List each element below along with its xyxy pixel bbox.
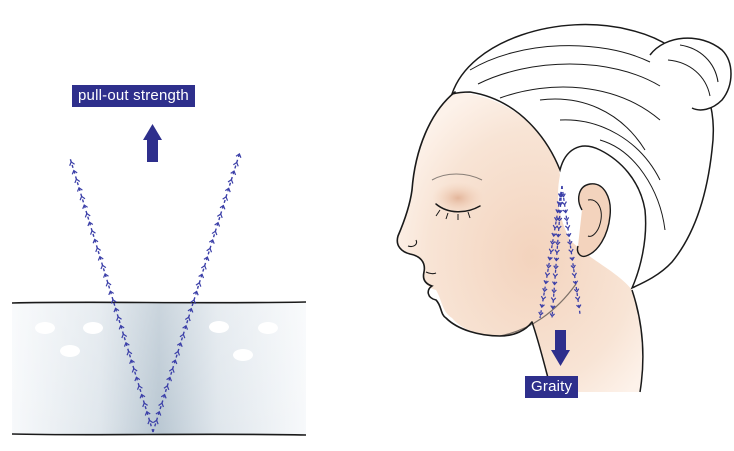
ear bbox=[577, 184, 610, 257]
arrow-up-icon bbox=[143, 124, 162, 162]
tissue-section bbox=[12, 302, 306, 435]
gravity-label: Graity bbox=[525, 376, 578, 398]
fat-cell bbox=[83, 322, 103, 334]
pull-out-strength-label: pull-out strength bbox=[72, 85, 195, 107]
fat-cell bbox=[35, 322, 55, 334]
fat-cell bbox=[258, 322, 278, 334]
thread-barb bbox=[565, 225, 569, 228]
thread-barb bbox=[562, 202, 566, 205]
fat-cell bbox=[60, 345, 80, 357]
deep-tissue-line bbox=[12, 434, 306, 435]
skin-surface-line bbox=[12, 302, 306, 303]
fat-cell bbox=[209, 321, 229, 333]
fat-cell bbox=[233, 349, 253, 361]
